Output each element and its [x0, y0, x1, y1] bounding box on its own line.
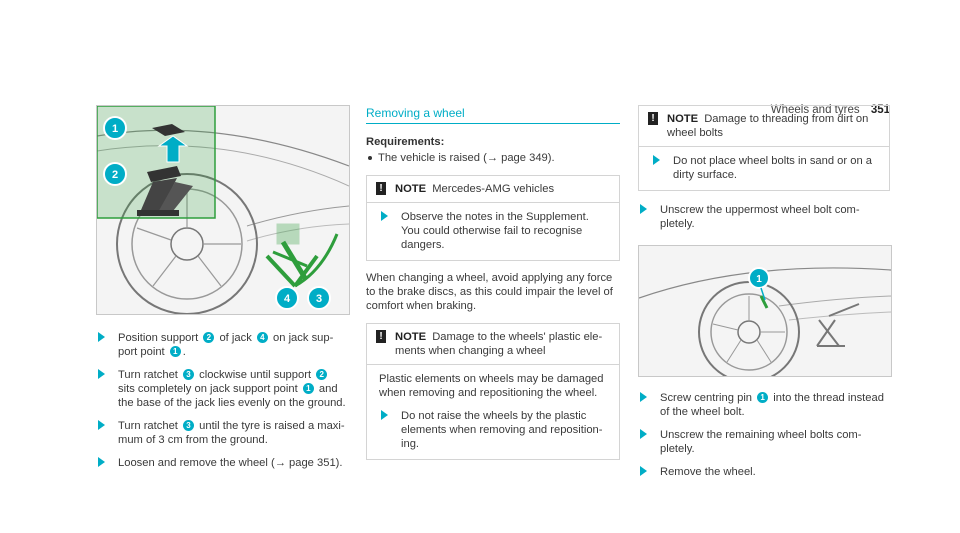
step-unscrew-top-bolt: Unscrew the uppermost wheel bolt com­ple… — [638, 203, 890, 231]
callout-2-label: 2 — [112, 169, 118, 181]
note-step-text: Observe the notes in the Supplement. You… — [401, 211, 589, 251]
step-arrow-icon — [640, 392, 647, 402]
step-arrow-icon — [98, 332, 105, 342]
callout-ref: 3 — [183, 369, 195, 380]
brake-disc-paragraph: When changing a wheel, avoid applying an… — [366, 272, 613, 312]
step-text: clockwise until support — [196, 369, 315, 381]
callout-1-label: 1 — [756, 274, 762, 285]
section-title: Removing a wheel — [366, 106, 620, 124]
note-header: ! NOTE Mercedes-AMG vehicles — [367, 176, 619, 203]
callout-ref: 2 — [316, 369, 328, 380]
step-arrow-icon — [381, 211, 388, 221]
callout-ref: 3 — [183, 420, 195, 431]
step-item: Loosen and remove the wheel (→ page 351)… — [96, 456, 348, 470]
warning-icon: ! — [648, 112, 658, 125]
step-item: Turn ratchet 3 clockwise until support 2… — [96, 368, 348, 410]
step-text: of jack — [216, 332, 255, 344]
col1-step-list: Position support 2 of jack 4 on jack sup… — [96, 331, 348, 470]
note-step: Do not raise the wheels by the plastic e… — [379, 409, 609, 451]
step-arrow-icon — [653, 155, 660, 165]
requirements-title: Requirements: — [366, 136, 445, 148]
step-text: until the tyre is raised a maxi­mum of 3… — [118, 420, 345, 446]
note-label: NOTE — [395, 183, 427, 195]
requirement-item: The vehicle is raised (→ page 349). — [366, 151, 620, 165]
note-threading: ! NOTE Damage to threading from dirt on … — [638, 105, 890, 191]
callout-ref: 1 — [169, 346, 181, 357]
note-label: NOTE — [395, 331, 427, 343]
step-text: Unscrew the remaining wheel bolts com­pl… — [660, 429, 862, 455]
running-header: Wheels and tyres 351 — [771, 104, 890, 116]
note-plastic-elements: ! NOTE Damage to the wheels' plastic ele… — [366, 323, 620, 460]
step-arrow-icon — [640, 466, 647, 476]
note-amg: ! NOTE Mercedes-AMG vehicles Observe the… — [366, 175, 620, 261]
step-text: Loosen and remove the wheel (→ page 351)… — [118, 457, 343, 469]
note-title: Mercedes-AMG vehicles — [432, 183, 555, 195]
note-header: ! NOTE Damage to threading from dirt on … — [639, 106, 889, 147]
callout-3 — [307, 286, 331, 310]
step-text: . — [182, 346, 186, 358]
step-text: and the base of the jack lies evenly on … — [118, 383, 346, 409]
note-step: Observe the notes in the Supplement. You… — [379, 210, 609, 252]
jack-illustration: 1 2 4 3 — [97, 106, 349, 314]
page-number: 351 — [870, 104, 890, 116]
note-description: Plastic elements on wheels may be damage… — [379, 373, 604, 399]
step-item: Unscrew the remaining wheel bolts com­pl… — [638, 428, 890, 456]
step-arrow-icon — [640, 429, 647, 439]
callout-ref: 1 — [302, 383, 314, 394]
note-title: Damage to the wheels' plastic ele­ments … — [395, 331, 603, 357]
warning-icon: ! — [376, 182, 386, 195]
step-arrow-icon — [640, 204, 647, 214]
note-body: Observe the notes in the Supplement. You… — [367, 203, 619, 260]
step-item: Position support 2 of jack 4 on jack sup… — [96, 331, 348, 359]
note-step-text: Do not place wheel bolts in sand or on a… — [673, 155, 873, 181]
note-title: Damage to threading from dirt on wheel b… — [667, 113, 869, 139]
column-3: ! NOTE Damage to threading from dirt on … — [638, 105, 892, 488]
callout-4 — [275, 286, 299, 310]
note-body: Plastic elements on wheels may be damage… — [367, 365, 619, 459]
note-step-text: Do not raise the wheels by the plastic e… — [401, 410, 603, 450]
centring-pin-illustration: 1 — [639, 246, 891, 376]
bullet-icon — [368, 156, 372, 160]
callout-2 — [103, 162, 127, 186]
callout-1 — [103, 116, 127, 140]
note-header: ! NOTE Damage to the wheels' plastic ele… — [367, 324, 619, 365]
step-text: Turn ratchet — [118, 420, 182, 432]
header-title: Wheels and tyres — [770, 104, 860, 116]
callout-1-label: 1 — [112, 123, 118, 135]
figure-jack-illustration: 1 2 4 3 — [96, 105, 350, 315]
col3-step-list: Screw centring pin 1 into the thread ins… — [638, 391, 890, 479]
step-item: Remove the wheel. — [638, 465, 890, 479]
callout-ref: 4 — [256, 332, 268, 343]
callout-3-label: 3 — [316, 293, 322, 305]
step-text: Unscrew the uppermost wheel bolt com­ple… — [660, 204, 860, 230]
column-1: 1 2 4 3 Position support 2 of jack 4 on … — [96, 105, 350, 479]
callout-ref: 1 — [757, 392, 769, 403]
warning-icon: ! — [376, 330, 386, 343]
step-arrow-icon — [98, 457, 105, 467]
step-text: Turn ratchet — [118, 369, 182, 381]
step-arrow-icon — [98, 420, 105, 430]
step-arrow-icon — [381, 410, 388, 420]
note-label: NOTE — [667, 113, 699, 125]
step-item: Screw centring pin 1 into the thread ins… — [638, 391, 890, 419]
callout-1 — [748, 267, 770, 289]
step-text: on jack sup­port point — [118, 332, 334, 358]
step-text: sits completely on jack support point — [118, 383, 301, 395]
requirement-text: The vehicle is raised (→ page 349). — [378, 152, 555, 164]
step-item: Turn ratchet 3 until the tyre is raised … — [96, 419, 348, 447]
step-arrow-icon — [98, 369, 105, 379]
callout-ref: 2 — [203, 332, 215, 343]
figure-centring-pin: 1 — [638, 245, 892, 377]
step-text: Remove the wheel. — [660, 466, 756, 478]
step-text: Screw centring pin — [660, 392, 756, 404]
callout-4-label: 4 — [284, 293, 291, 305]
note-step: Do not place wheel bolts in sand or on a… — [651, 154, 879, 182]
column-2: Removing a wheel Requirements: The vehic… — [366, 105, 620, 470]
step-text: into the thread instead of the wheel bol… — [660, 392, 884, 418]
note-body: Do not place wheel bolts in sand or on a… — [639, 147, 889, 190]
step-text: Position support — [118, 332, 202, 344]
